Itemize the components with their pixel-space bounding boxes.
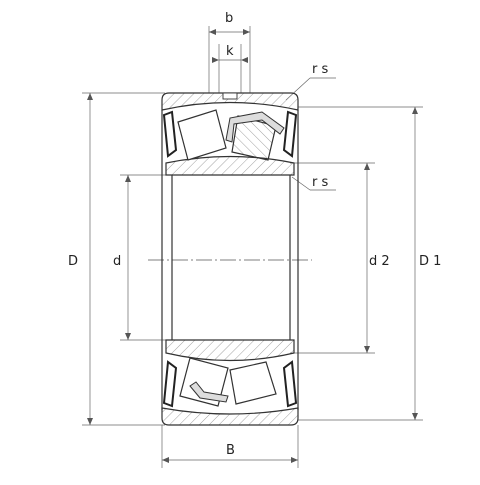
seal-right-lower [282,360,298,408]
dimension-arrows [87,29,418,463]
bore-walls [161,110,299,410]
roller-left-upper [177,109,227,161]
bearing-upper-section [161,92,299,176]
roller-right-upper [231,115,277,161]
cage-lower [189,381,229,403]
seal-left-lower [162,360,178,408]
label-D1: D 1 [419,254,441,269]
inner-ring-upper [165,155,295,176]
roller-right-lower [229,361,277,405]
label-k: k [226,44,234,59]
outer-ring-upper [161,92,299,111]
label-rs-inner: r s [312,175,328,190]
label-D: D [68,254,78,269]
label-d2: d 2 [369,254,390,269]
label-d: d [113,254,121,269]
cage-upper [225,111,285,143]
dimension-lines [82,26,423,468]
label-B: B [226,443,235,458]
seal-right-upper [282,110,298,158]
lubrication-hole [222,92,238,100]
label-b: b [225,11,233,26]
bearing-lower-section [161,339,299,426]
seal-left-upper [162,110,178,158]
label-rs-top: r s [312,62,328,77]
outer-ring-lower [161,407,299,426]
inner-ring-lower [165,339,295,362]
